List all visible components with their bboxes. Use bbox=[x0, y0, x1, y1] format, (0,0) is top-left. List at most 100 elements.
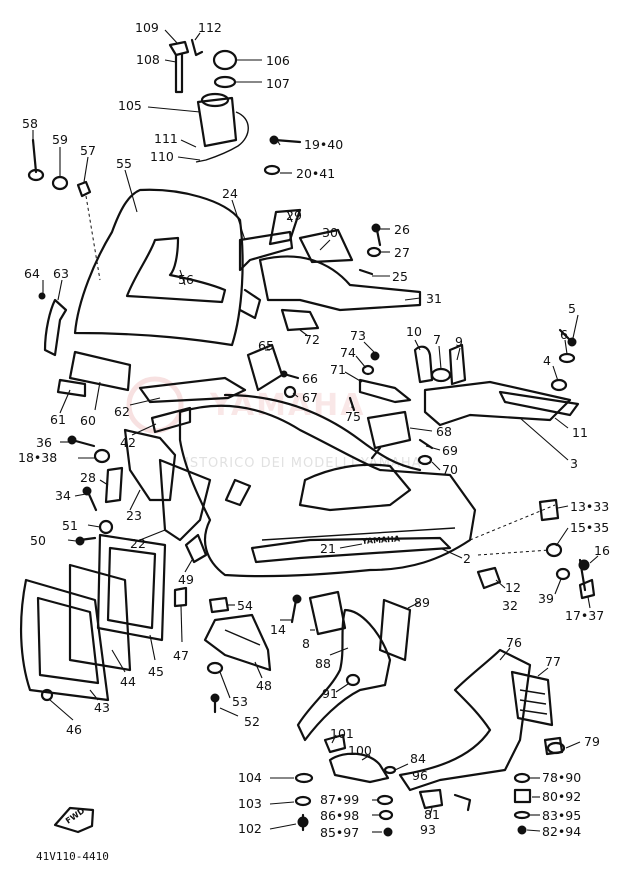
callout-label: 83•95 bbox=[542, 808, 581, 823]
callout-label: 25 bbox=[392, 269, 408, 284]
callout-label: 109 bbox=[135, 20, 159, 35]
callout-label: 47 bbox=[173, 648, 189, 663]
callout-label: 111 bbox=[154, 131, 178, 146]
callout-label: 89 bbox=[414, 595, 430, 610]
callout-label: 62 bbox=[114, 404, 130, 419]
callout-label: 91 bbox=[322, 686, 338, 701]
callout-label: 100 bbox=[348, 743, 372, 758]
callout-label: 107 bbox=[266, 76, 290, 91]
callout-label: 29 bbox=[286, 208, 302, 223]
callout-label: 7 bbox=[433, 332, 441, 347]
part-shapes bbox=[20, 38, 596, 837]
callout-label: 72 bbox=[304, 332, 320, 347]
callout-label: 53 bbox=[232, 694, 248, 709]
callout-label: 31 bbox=[426, 291, 442, 306]
callout-label: 10 bbox=[406, 324, 422, 339]
callout-label: 71 bbox=[330, 362, 346, 377]
drawing-code: 41V110-4410 bbox=[36, 850, 109, 863]
callout-label: 55 bbox=[116, 156, 132, 171]
callout-label: 42 bbox=[120, 435, 136, 450]
watermark-subtext: ISTORICO DEI MODELLI YAMAHA bbox=[185, 456, 422, 471]
callout-label: 86•98 bbox=[320, 808, 359, 823]
callout-label: 76 bbox=[506, 635, 522, 650]
callout-label: 20•41 bbox=[296, 166, 335, 181]
callout-label: 57 bbox=[80, 143, 96, 158]
callout-label: 77 bbox=[545, 654, 561, 669]
part-logo: YAMAHA bbox=[361, 534, 402, 546]
callout-label: 46 bbox=[66, 722, 82, 737]
callout-label: 51 bbox=[62, 518, 78, 533]
callout-label: 78•90 bbox=[542, 770, 581, 785]
callout-label: 22 bbox=[130, 536, 146, 551]
callout-label: 54 bbox=[237, 598, 253, 613]
callout-labels: 109 112 108 10 6 107 105 111 110 19•40 20… bbox=[18, 20, 610, 840]
callout-label: 85•97 bbox=[320, 825, 359, 840]
callout-label: 104 bbox=[238, 770, 262, 785]
callout-label: 44 bbox=[120, 674, 136, 689]
callout-label: 58 bbox=[22, 116, 38, 131]
callout-label: 36 bbox=[36, 435, 52, 450]
callout-label: 14 bbox=[270, 622, 286, 637]
callout-label: 56 bbox=[178, 272, 194, 287]
callout-label: 101 bbox=[330, 726, 354, 741]
callout-label: 67 bbox=[302, 390, 318, 405]
callout-label: 15•35 bbox=[570, 520, 609, 535]
callout-label: 45 bbox=[148, 664, 164, 679]
callout-label: 88 bbox=[315, 656, 331, 671]
callout-label: 60 bbox=[80, 413, 96, 428]
callout-label: 70 bbox=[442, 462, 458, 477]
callout-label: 16 bbox=[594, 543, 610, 558]
callout-label: 9 bbox=[455, 334, 463, 349]
leader-lines bbox=[32, 29, 599, 833]
callout-label: 93 bbox=[420, 822, 436, 837]
callout-label: 102 bbox=[238, 821, 262, 836]
callout-label: 73 bbox=[350, 328, 366, 343]
callout-label: 79 bbox=[584, 734, 600, 749]
callout-label: 11 bbox=[572, 425, 588, 440]
callout-label: 108 bbox=[136, 52, 160, 67]
callout-label: 19•40 bbox=[304, 137, 343, 152]
callout-label: 103 bbox=[238, 796, 262, 811]
callout-label: 12 bbox=[505, 580, 521, 595]
callout-label: 75 bbox=[345, 409, 361, 424]
callout-label: 8 bbox=[302, 636, 310, 651]
callout-label: 64 bbox=[24, 266, 40, 281]
callout-label: 82•94 bbox=[542, 824, 581, 839]
callout-label: 21 bbox=[320, 541, 336, 556]
callout-label: 112 bbox=[198, 20, 222, 35]
callout-label: 84 bbox=[410, 751, 426, 766]
callout-label: 17•37 bbox=[565, 608, 604, 623]
callout-label: 5 bbox=[568, 301, 576, 316]
callout-label: 26 bbox=[394, 222, 410, 237]
callout-label: 43 bbox=[94, 700, 110, 715]
callout-label: 4 bbox=[543, 353, 551, 368]
callout-label: 52 bbox=[244, 714, 260, 729]
callout-label: 81 bbox=[424, 807, 440, 822]
callout-label: 39 bbox=[538, 591, 554, 606]
callout-label: 68 bbox=[436, 424, 452, 439]
callout-label: 87•99 bbox=[320, 792, 359, 807]
callout-label: 110 bbox=[150, 149, 174, 164]
callout-label: 6 bbox=[560, 327, 568, 342]
callout-label: 96 bbox=[412, 768, 428, 783]
callout-label: 27 bbox=[394, 245, 410, 260]
callout-label: 23 bbox=[126, 508, 142, 523]
callout-label: 28 bbox=[80, 470, 96, 485]
callout-label: 59 bbox=[52, 132, 68, 147]
callout-label: 30 bbox=[322, 225, 338, 240]
callout-label: 63 bbox=[53, 266, 69, 281]
callout-label: 18•38 bbox=[18, 450, 57, 465]
callout-label: 50 bbox=[30, 533, 46, 548]
callout-label: 24 bbox=[222, 186, 238, 201]
callout-label: 65 bbox=[258, 338, 274, 353]
callout-label: 49 bbox=[178, 572, 194, 587]
callout-label: 66 bbox=[302, 371, 318, 386]
callout-label: 3 bbox=[570, 456, 578, 471]
watermark: YAMAHA ISTORICO DEI MODELLI YAMAHA bbox=[126, 376, 422, 471]
callout-label: 34 bbox=[55, 488, 71, 503]
callout-label: 105 bbox=[118, 98, 142, 113]
callout-label: 48 bbox=[256, 678, 272, 693]
callout-label: 69 bbox=[442, 443, 458, 458]
callout-label: 80•92 bbox=[542, 789, 581, 804]
